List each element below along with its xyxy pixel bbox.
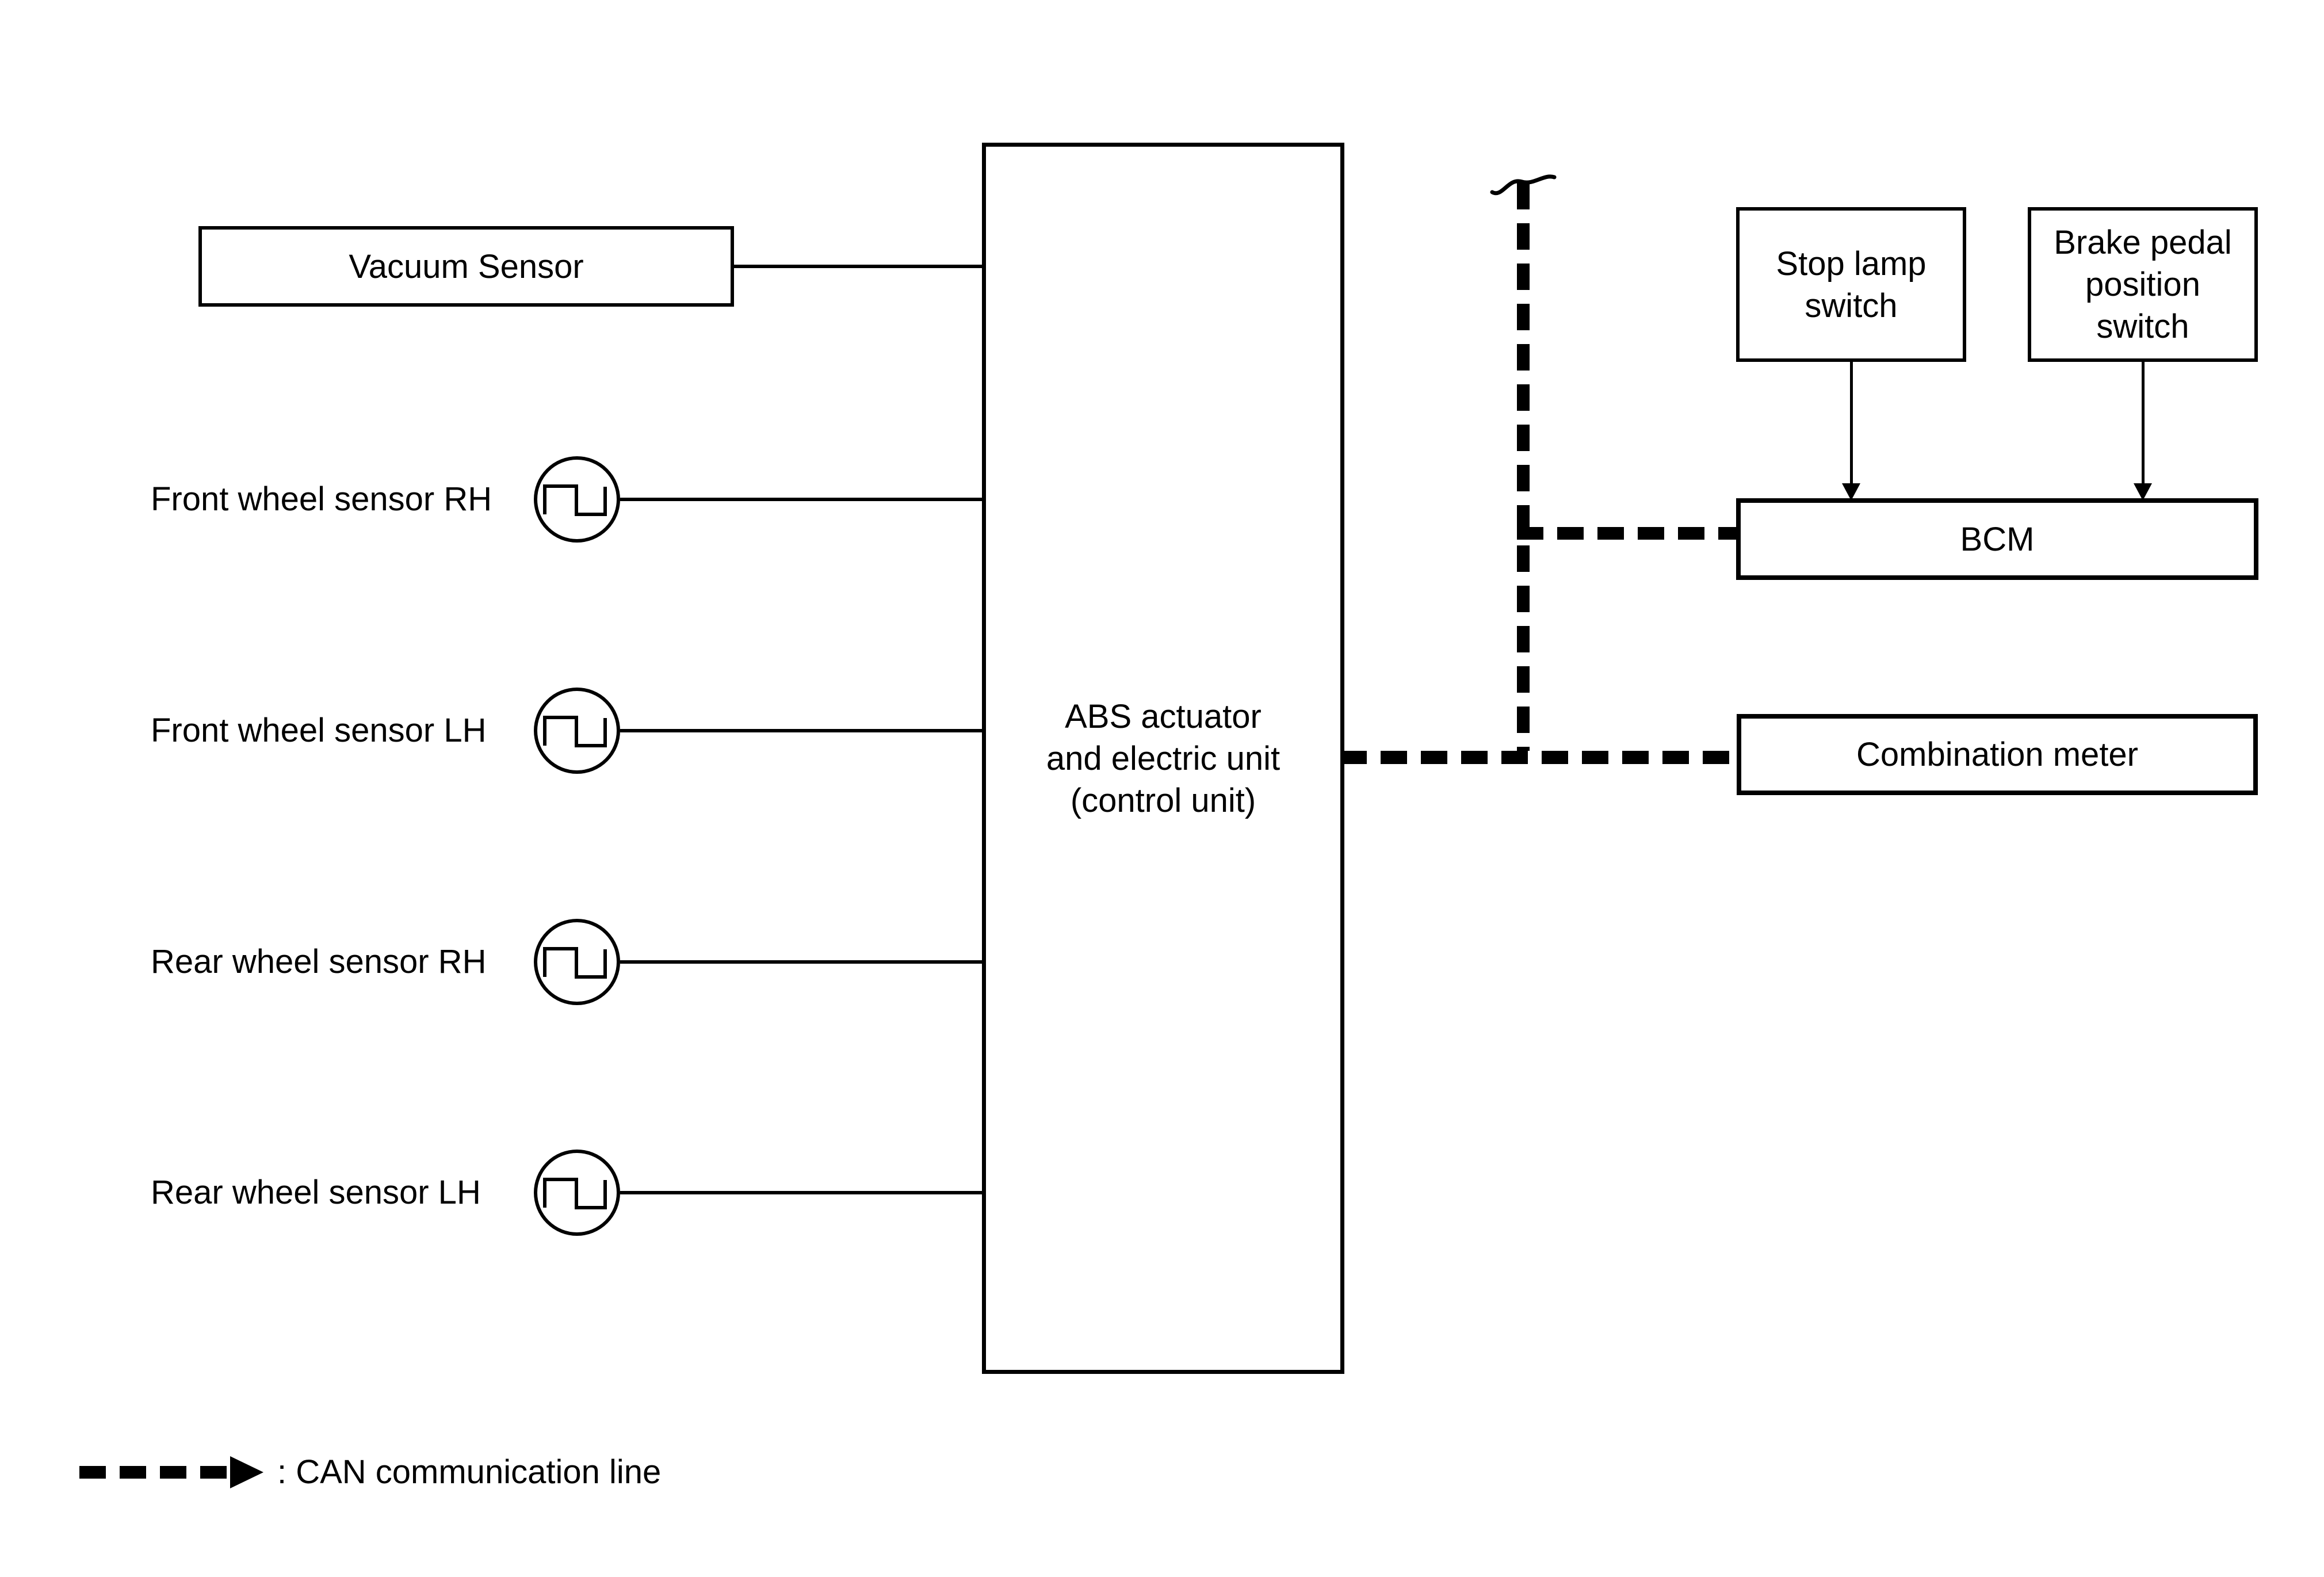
wheel-sensor-connector-line: [620, 1191, 982, 1194]
brake-pedal-to-bcm-arrow-line: [2142, 362, 2145, 484]
line-break-wave-icon: [1490, 174, 1557, 196]
stop-lamp-to-bcm-arrow-line: [1850, 362, 1853, 484]
stop-lamp-label-line: Stop lamp: [1776, 245, 1927, 282]
brake-pedal-position-switch-label: Brake pedal position switch: [2054, 222, 2232, 348]
vacuum-sensor-box: Vacuum Sensor: [198, 226, 734, 307]
legend-label: : CAN communication line: [277, 1453, 662, 1491]
wheel-sensor-label-rear-rh: Rear wheel sensor RH: [151, 943, 487, 980]
abs-label-line: ABS actuator: [1065, 697, 1262, 735]
legend-can-line-sample: [79, 1466, 230, 1479]
wheel-sensor-connector-line: [620, 960, 982, 964]
vacuum-sensor-connector-line: [734, 265, 982, 268]
pulse-signal-icon: [534, 688, 620, 774]
pulse-signal-icon: [534, 1150, 620, 1236]
bcm-label: BCM: [1960, 520, 2035, 558]
abs-label-line: (control unit): [1070, 781, 1256, 819]
arrow-down-icon: [2134, 483, 2152, 501]
stop-lamp-switch-label: Stop lamp switch: [1776, 243, 1926, 327]
stop-lamp-switch-box: Stop lamp switch: [1736, 207, 1966, 362]
brake-pedal-label-line: switch: [2096, 308, 2189, 345]
brake-pedal-label-line: Brake pedal: [2054, 224, 2232, 261]
abs-actuator-label: ABS actuator and electric unit (control …: [1046, 696, 1280, 822]
brake-pedal-position-switch-box: Brake pedal position switch: [2028, 207, 2258, 362]
abs-label-line: and electric unit: [1046, 739, 1281, 777]
wheel-sensor-label-rear-lh: Rear wheel sensor LH: [151, 1174, 481, 1211]
brake-pedal-label-line: position: [2085, 266, 2200, 303]
legend-arrow-right-icon: [230, 1456, 263, 1488]
wheel-sensor-label-front-rh: Front wheel sensor RH: [151, 480, 492, 518]
bcm-box: BCM: [1736, 498, 2258, 580]
arrow-down-icon: [1842, 483, 1860, 501]
wheel-sensor-connector-line: [620, 729, 982, 732]
wheel-sensor-label-front-lh: Front wheel sensor LH: [151, 712, 487, 749]
pulse-signal-icon: [534, 456, 620, 543]
pulse-signal-icon: [534, 919, 620, 1005]
wheel-sensor-connector-line: [620, 498, 982, 501]
vacuum-sensor-label: Vacuum Sensor: [349, 247, 584, 285]
combination-meter-label: Combination meter: [1856, 736, 2138, 773]
can-line-branch-to-bcm: [1517, 527, 1736, 540]
can-line-abs-to-combination-meter: [1340, 751, 1737, 764]
combination-meter-box: Combination meter: [1737, 714, 2258, 795]
stop-lamp-label-line: switch: [1805, 287, 1898, 324]
abs-actuator-box: ABS actuator and electric unit (control …: [982, 143, 1344, 1374]
can-line-vertical: [1517, 183, 1530, 764]
